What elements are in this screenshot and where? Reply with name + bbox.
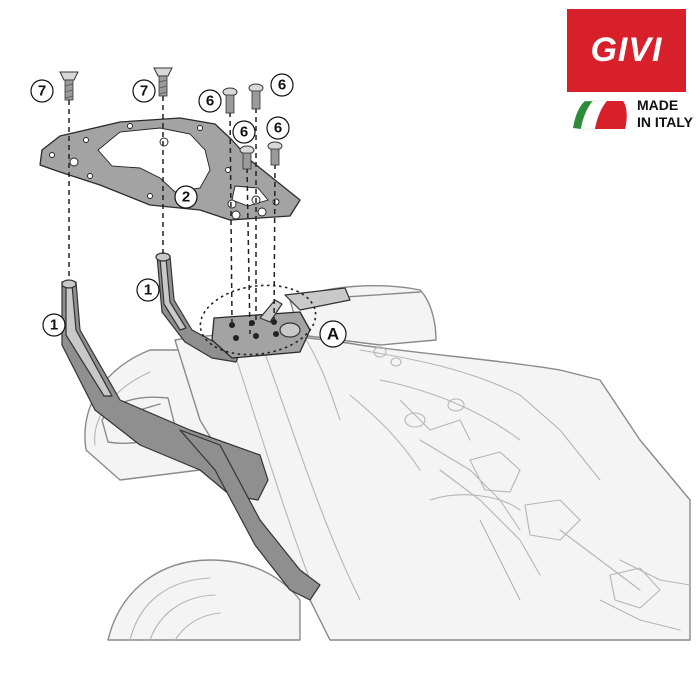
left-side-arm (61, 279, 321, 601)
made-line-1: MADE (637, 97, 679, 113)
callout-label: 6 (278, 77, 286, 94)
made-in-italy-label: MADE IN ITALY (637, 97, 699, 131)
motorcycle-rear-outline (84, 285, 691, 641)
top-plate (39, 117, 301, 221)
callout-label: 7 (140, 83, 148, 100)
callout-label: 1 (144, 282, 152, 299)
callout-screw6-b: 6 (270, 73, 294, 97)
callout-screw6-d: 6 (266, 116, 290, 140)
givi-logo-text: GIVI (590, 31, 663, 69)
screw-6-b (248, 83, 264, 110)
callout-label: 7 (38, 83, 46, 100)
callout-screw7-left: 7 (30, 79, 54, 103)
callout-label: A (327, 325, 339, 344)
callout-screw7-right: 7 (132, 79, 156, 103)
screw-7-left (59, 71, 79, 101)
givi-logo: GIVI (567, 9, 686, 92)
screw-7-right (153, 67, 173, 97)
callout-label: 2 (182, 189, 190, 206)
callout-detail-a: A (319, 320, 347, 348)
callout-label: 6 (206, 93, 214, 110)
callout-screw6-c: 6 (232, 120, 256, 144)
mounting-bracket (211, 287, 351, 359)
italian-flag-icon (573, 100, 627, 130)
callout-arm-right: 1 (136, 278, 160, 302)
made-line-2: IN ITALY (637, 114, 694, 130)
assembly-guide-lines (68, 96, 276, 335)
screw-6-d (267, 141, 283, 166)
callout-label: 6 (240, 124, 248, 141)
screw-6-a (222, 87, 238, 114)
callout-label: 1 (50, 317, 58, 334)
screw-6-c (239, 145, 255, 170)
callout-arm-left: 1 (42, 313, 66, 337)
detail-highlight-ellipse (199, 284, 317, 356)
callout-plate: 2 (174, 185, 198, 209)
callout-screw6-a: 6 (198, 89, 222, 113)
callout-label: 6 (274, 120, 282, 137)
